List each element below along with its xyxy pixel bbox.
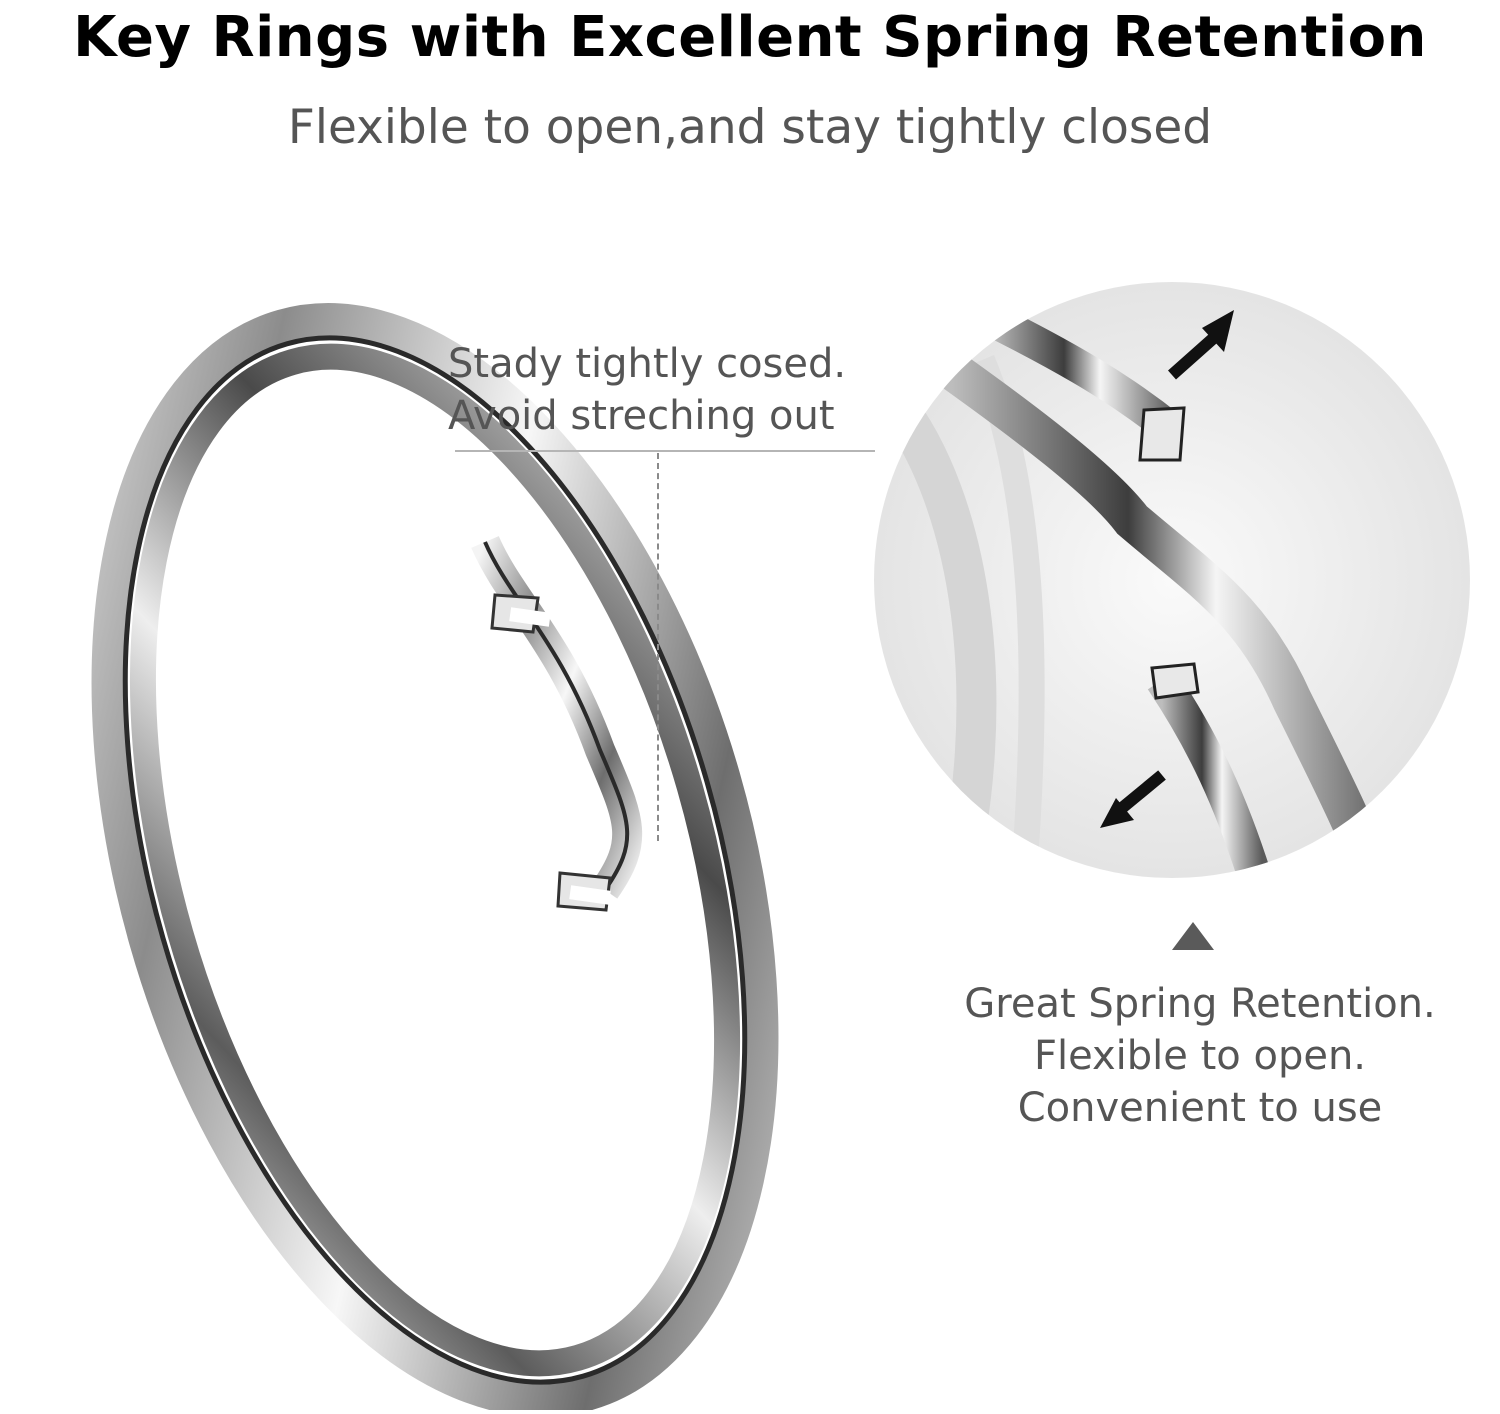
closed-callout-text: Stady tightly cosed. Avoid streching out [448, 338, 888, 442]
retention-callout-line-2: Flexible to open. [1033, 1033, 1367, 1079]
page-title: Key Rings with Excellent Spring Retentio… [73, 5, 1427, 70]
retention-callout-line-1: Great Spring Retention. [964, 981, 1436, 1027]
split-key-ring-image [91, 303, 779, 1410]
triangle-pointer-icon [1172, 922, 1214, 950]
retention-callout-line-3: Convenient to use [1017, 1085, 1383, 1131]
open-direction-arrow-up-icon [1168, 310, 1234, 380]
closed-callout-line-2: Avoid streching out [448, 393, 835, 439]
open-direction-arrow-down-icon [1100, 770, 1166, 828]
closed-callout-line-1: Stady tightly cosed. [448, 341, 847, 387]
retention-callout-text: Great Spring Retention. Flexible to open… [920, 978, 1480, 1134]
callout-leader-dashed-line [657, 453, 659, 841]
ring-detail-zoom-image [874, 282, 1470, 878]
callout-divider-line [455, 450, 875, 452]
page-subtitle: Flexible to open,and stay tightly closed [287, 100, 1213, 155]
